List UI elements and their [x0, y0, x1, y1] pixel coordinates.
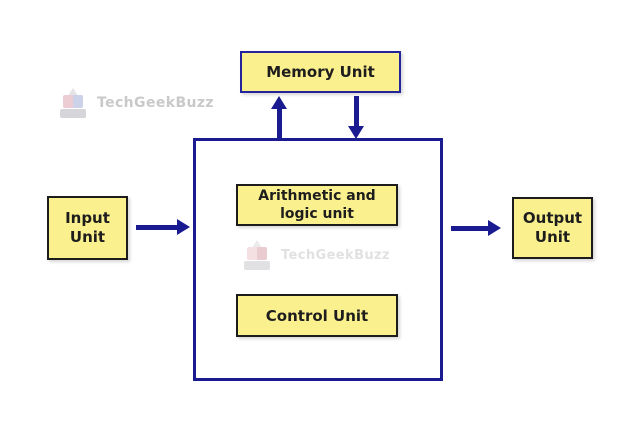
arrow-head — [271, 96, 287, 109]
arrow-cpu-to-memory-icon — [270, 96, 288, 139]
cpu-container-box — [193, 138, 443, 381]
logo-base-shape — [244, 261, 270, 270]
arrow-cpu-to-output-icon — [451, 220, 501, 236]
logo-head-shape — [63, 95, 83, 108]
control-unit-box: Control Unit — [236, 294, 398, 337]
watermark-center: TechGeekBuzz — [244, 240, 390, 270]
memory-unit-box: Memory Unit — [240, 51, 401, 93]
watermark-brand-text: TechGeekBuzz — [97, 95, 214, 111]
arrow-shaft — [451, 225, 491, 231]
arrow-head — [348, 126, 364, 139]
control-unit-label: Control Unit — [265, 306, 369, 325]
input-unit-label: Input Unit — [65, 208, 110, 247]
output-unit-box: Output Unit — [512, 197, 593, 259]
techgeekbuzz-logo-icon — [244, 240, 270, 270]
logo-head-shape — [247, 247, 267, 260]
arrow-shaft — [136, 224, 180, 230]
output-unit-label: Output Unit — [522, 208, 583, 247]
watermark-topleft: TechGeekBuzz — [60, 88, 214, 118]
logo-antenna-shape — [68, 88, 78, 95]
arrow-shaft — [353, 96, 359, 129]
input-unit-box: Input Unit — [47, 196, 128, 260]
arrow-shaft — [276, 106, 282, 139]
alu-box: Arithmetic and logic unit — [236, 184, 398, 226]
arrow-head — [488, 220, 501, 236]
logo-antenna-shape — [252, 240, 262, 247]
alu-label: Arithmetic and logic unit — [258, 187, 376, 222]
logo-base-shape — [60, 109, 86, 118]
watermark-brand-text: TechGeekBuzz — [281, 247, 390, 263]
memory-unit-label: Memory Unit — [266, 63, 375, 81]
arrow-memory-to-cpu-icon — [347, 96, 365, 139]
arrow-input-to-cpu-icon — [136, 219, 190, 235]
arrow-head — [177, 219, 190, 235]
techgeekbuzz-logo-icon — [60, 88, 86, 118]
